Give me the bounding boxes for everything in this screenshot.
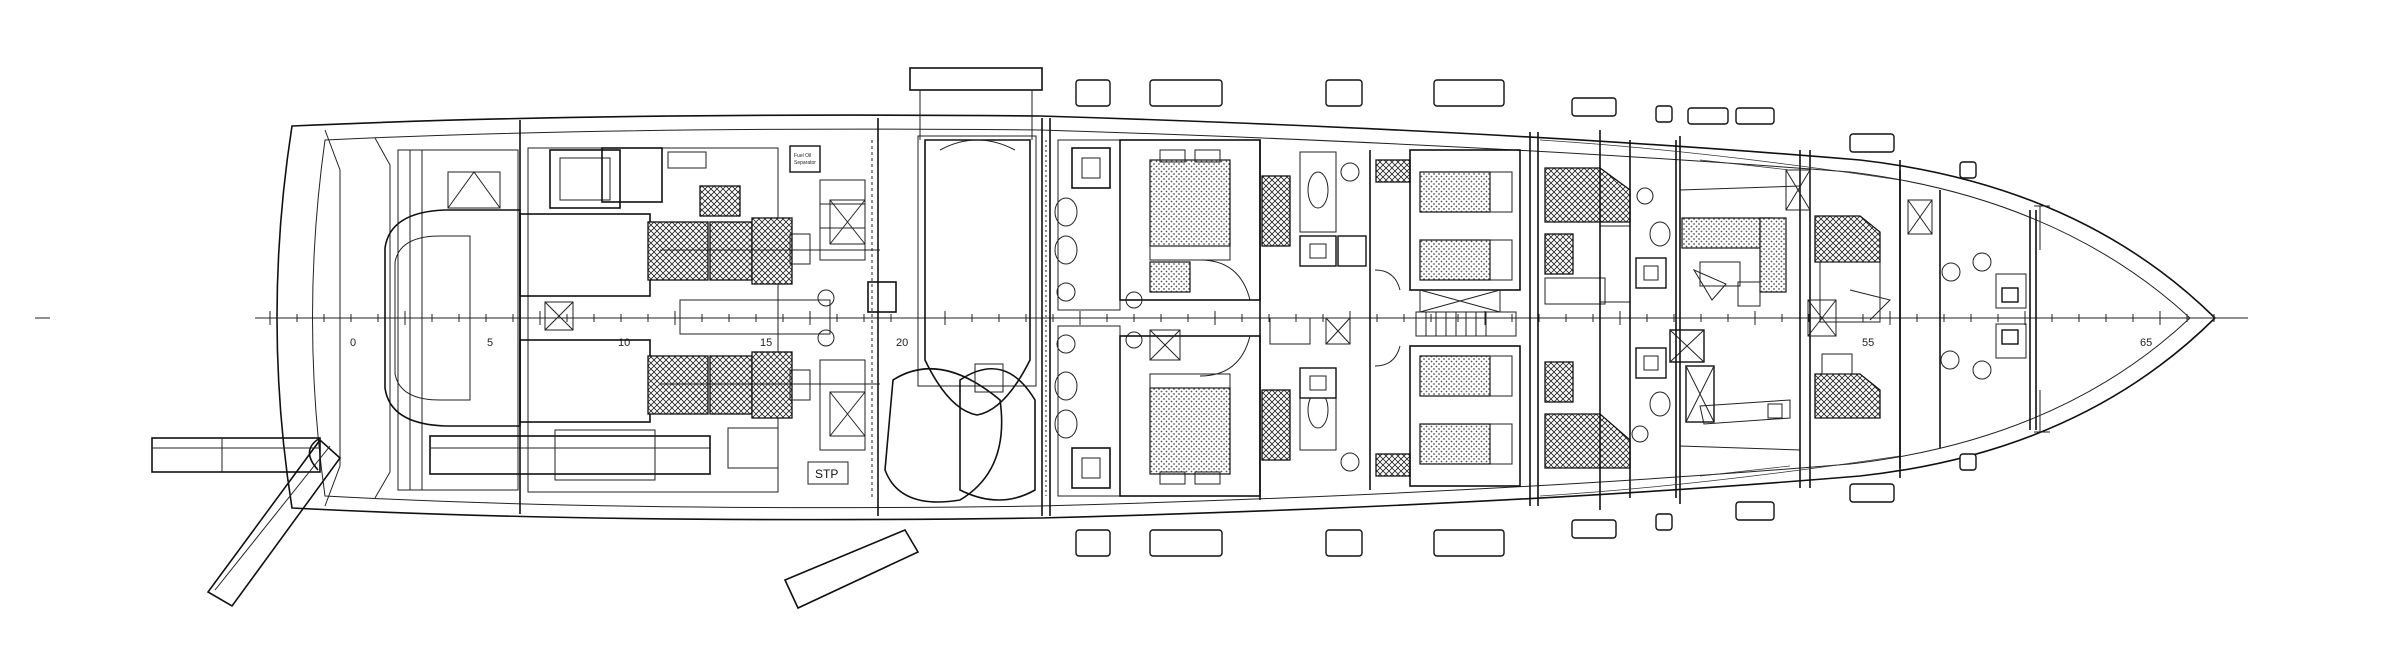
scale-label-15: 15 <box>760 337 772 349</box>
fuel-separator-label-1: Fuel Oil <box>794 153 811 159</box>
hatch-top-8 <box>1735 107 1775 125</box>
hatch-bottom-6 <box>1655 513 1673 531</box>
garage-ramp <box>783 528 920 610</box>
double-bed-stbd <box>1149 387 1231 475</box>
hatch-top-1 <box>1075 79 1111 107</box>
hatch-top-10 <box>1959 161 1977 179</box>
scale-label-55: 55 <box>1862 337 1874 349</box>
hatch-bottom-5 <box>1571 519 1617 539</box>
garage-door-top <box>909 67 1043 91</box>
stp-box <box>807 461 849 485</box>
scale-labels: 0 5 10 15 20 55 65 <box>350 337 2152 349</box>
midship-section <box>1259 140 1401 500</box>
twin-cabin-stbd <box>1409 345 1521 487</box>
single-bed-port-2 <box>1419 239 1491 281</box>
hatch-bottom-8 <box>1849 483 1895 503</box>
hatch-bottom-3 <box>1325 529 1363 557</box>
scale-label-5: 5 <box>487 337 493 349</box>
deck-hatches <box>1075 79 1977 557</box>
double-bed-port <box>1149 159 1231 247</box>
hatch-top-2 <box>1149 79 1223 107</box>
hatch-bottom-1 <box>1075 529 1111 557</box>
galley <box>1679 150 1811 488</box>
hatch-bottom-9 <box>1959 453 1977 471</box>
hatch-top-7 <box>1687 107 1729 125</box>
galley-counter <box>1681 217 1773 249</box>
scale-label-20: 20 <box>896 337 908 349</box>
hatch-top-4 <box>1433 79 1505 107</box>
guest-cabins-aft <box>1054 139 1291 497</box>
hatch-top-5 <box>1571 97 1617 117</box>
crew-area <box>1544 140 1715 498</box>
scale-label-65: 65 <box>2140 337 2152 349</box>
centerline <box>35 311 2248 325</box>
hull-outline <box>276 114 2217 521</box>
stern-hatch-center <box>544 301 574 331</box>
scale-label-10: 10 <box>618 337 630 349</box>
scale-label-0: 0 <box>350 337 356 349</box>
hatch-top-3 <box>1325 79 1363 107</box>
single-bed-port-1 <box>1419 171 1491 213</box>
main-engine-stbd-frame <box>519 339 651 423</box>
hatch-bottom-7 <box>1735 501 1775 521</box>
fuel-separator-label-2: Separator <box>794 160 816 166</box>
crew-bunk-stbd <box>1544 413 1631 469</box>
main-engine-stbd <box>647 355 709 415</box>
single-bed-stbd-1 <box>1419 355 1491 397</box>
bow-bunk-port <box>1814 215 1881 263</box>
hatch-bottom-2 <box>1149 529 1223 557</box>
crew-bunk-port <box>1544 167 1631 223</box>
hatch-top-9 <box>1849 133 1895 153</box>
passerelle <box>151 437 342 608</box>
engine-room: Fuel Oil Separator STP <box>519 118 897 516</box>
gearbox-stbd <box>709 355 753 415</box>
single-bed-stbd-2 <box>1419 423 1491 465</box>
main-engine-port <box>647 221 709 281</box>
stair-engine-room <box>699 185 741 217</box>
tender <box>924 139 1031 416</box>
gearbox-port <box>709 221 753 281</box>
garage <box>783 67 1051 610</box>
bulkheads <box>1539 130 1901 510</box>
hatch-top-6 <box>1655 105 1673 123</box>
stern-hatch <box>447 171 501 209</box>
twin-cabins <box>1375 132 1539 506</box>
generator-stbd <box>601 147 663 203</box>
engine-room-door <box>867 281 897 313</box>
bow-bunk-stbd <box>1814 373 1881 419</box>
side-boom <box>429 429 711 481</box>
fuel-oil-separator <box>789 145 821 173</box>
stp-label: STP <box>815 467 838 481</box>
hatch-bottom-4 <box>1433 529 1505 557</box>
forward-crew <box>1785 169 2050 468</box>
main-engine-port-frame <box>519 213 651 297</box>
generator-port <box>549 149 621 209</box>
